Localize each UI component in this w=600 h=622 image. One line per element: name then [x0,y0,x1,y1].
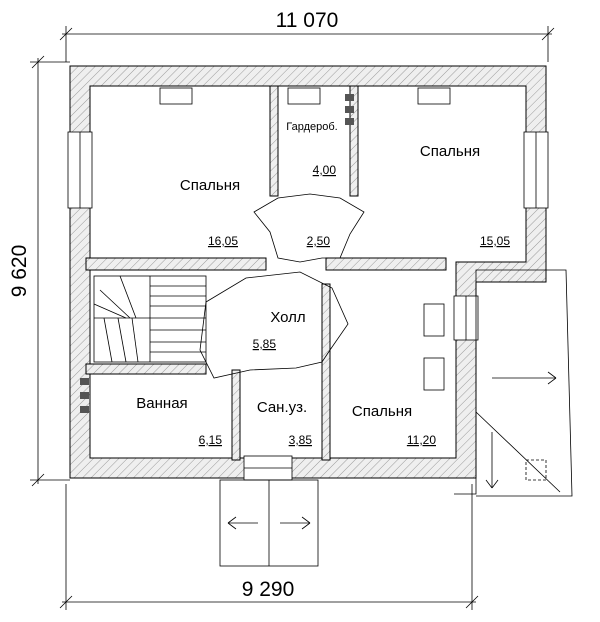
room-hall-name: Холл [270,309,305,326]
room-toilet-area: 3,85 [289,433,313,447]
staircase [93,275,207,363]
dimension-top: 11 070 [59,9,555,62]
room-bedroom-left-name: Спальня [180,177,240,194]
dimension-bottom: 9 290 [59,484,479,610]
room-toilet-name: Сан.уз. [257,399,307,416]
radiators [159,87,451,391]
room-bathroom-area: 6,15 [199,433,223,447]
room-bedroom-right-name: Спальня [420,143,480,160]
room-bedroom-bottom-area: 11,20 [407,433,436,447]
windows [67,131,549,481]
exterior-walls [69,65,547,479]
room-bathroom-name: Ванная [136,395,187,412]
room-wardrobe-area: 4,00 [313,163,337,177]
entrance-porch [219,479,319,567]
dimension-top-label: 11 070 [276,9,339,32]
vent-ducts [80,94,354,413]
side-terrace [454,269,573,497]
room-bedroom-bottom-name: Спальня [352,403,412,420]
room-bedroom-right-area: 15,05 [480,234,510,248]
dimension-left-label: 9 620 [8,245,31,298]
room-corridor-area: 2,50 [307,234,331,248]
dimension-bottom-label: 9 290 [242,578,295,601]
dimension-left: 9 620 [8,55,70,487]
corridor-outline [199,193,365,379]
room-bedroom-left-area: 16,05 [208,234,238,248]
room-hall-area: 5,85 [253,337,277,351]
room-wardrobe-name: Гардероб. [286,121,337,133]
